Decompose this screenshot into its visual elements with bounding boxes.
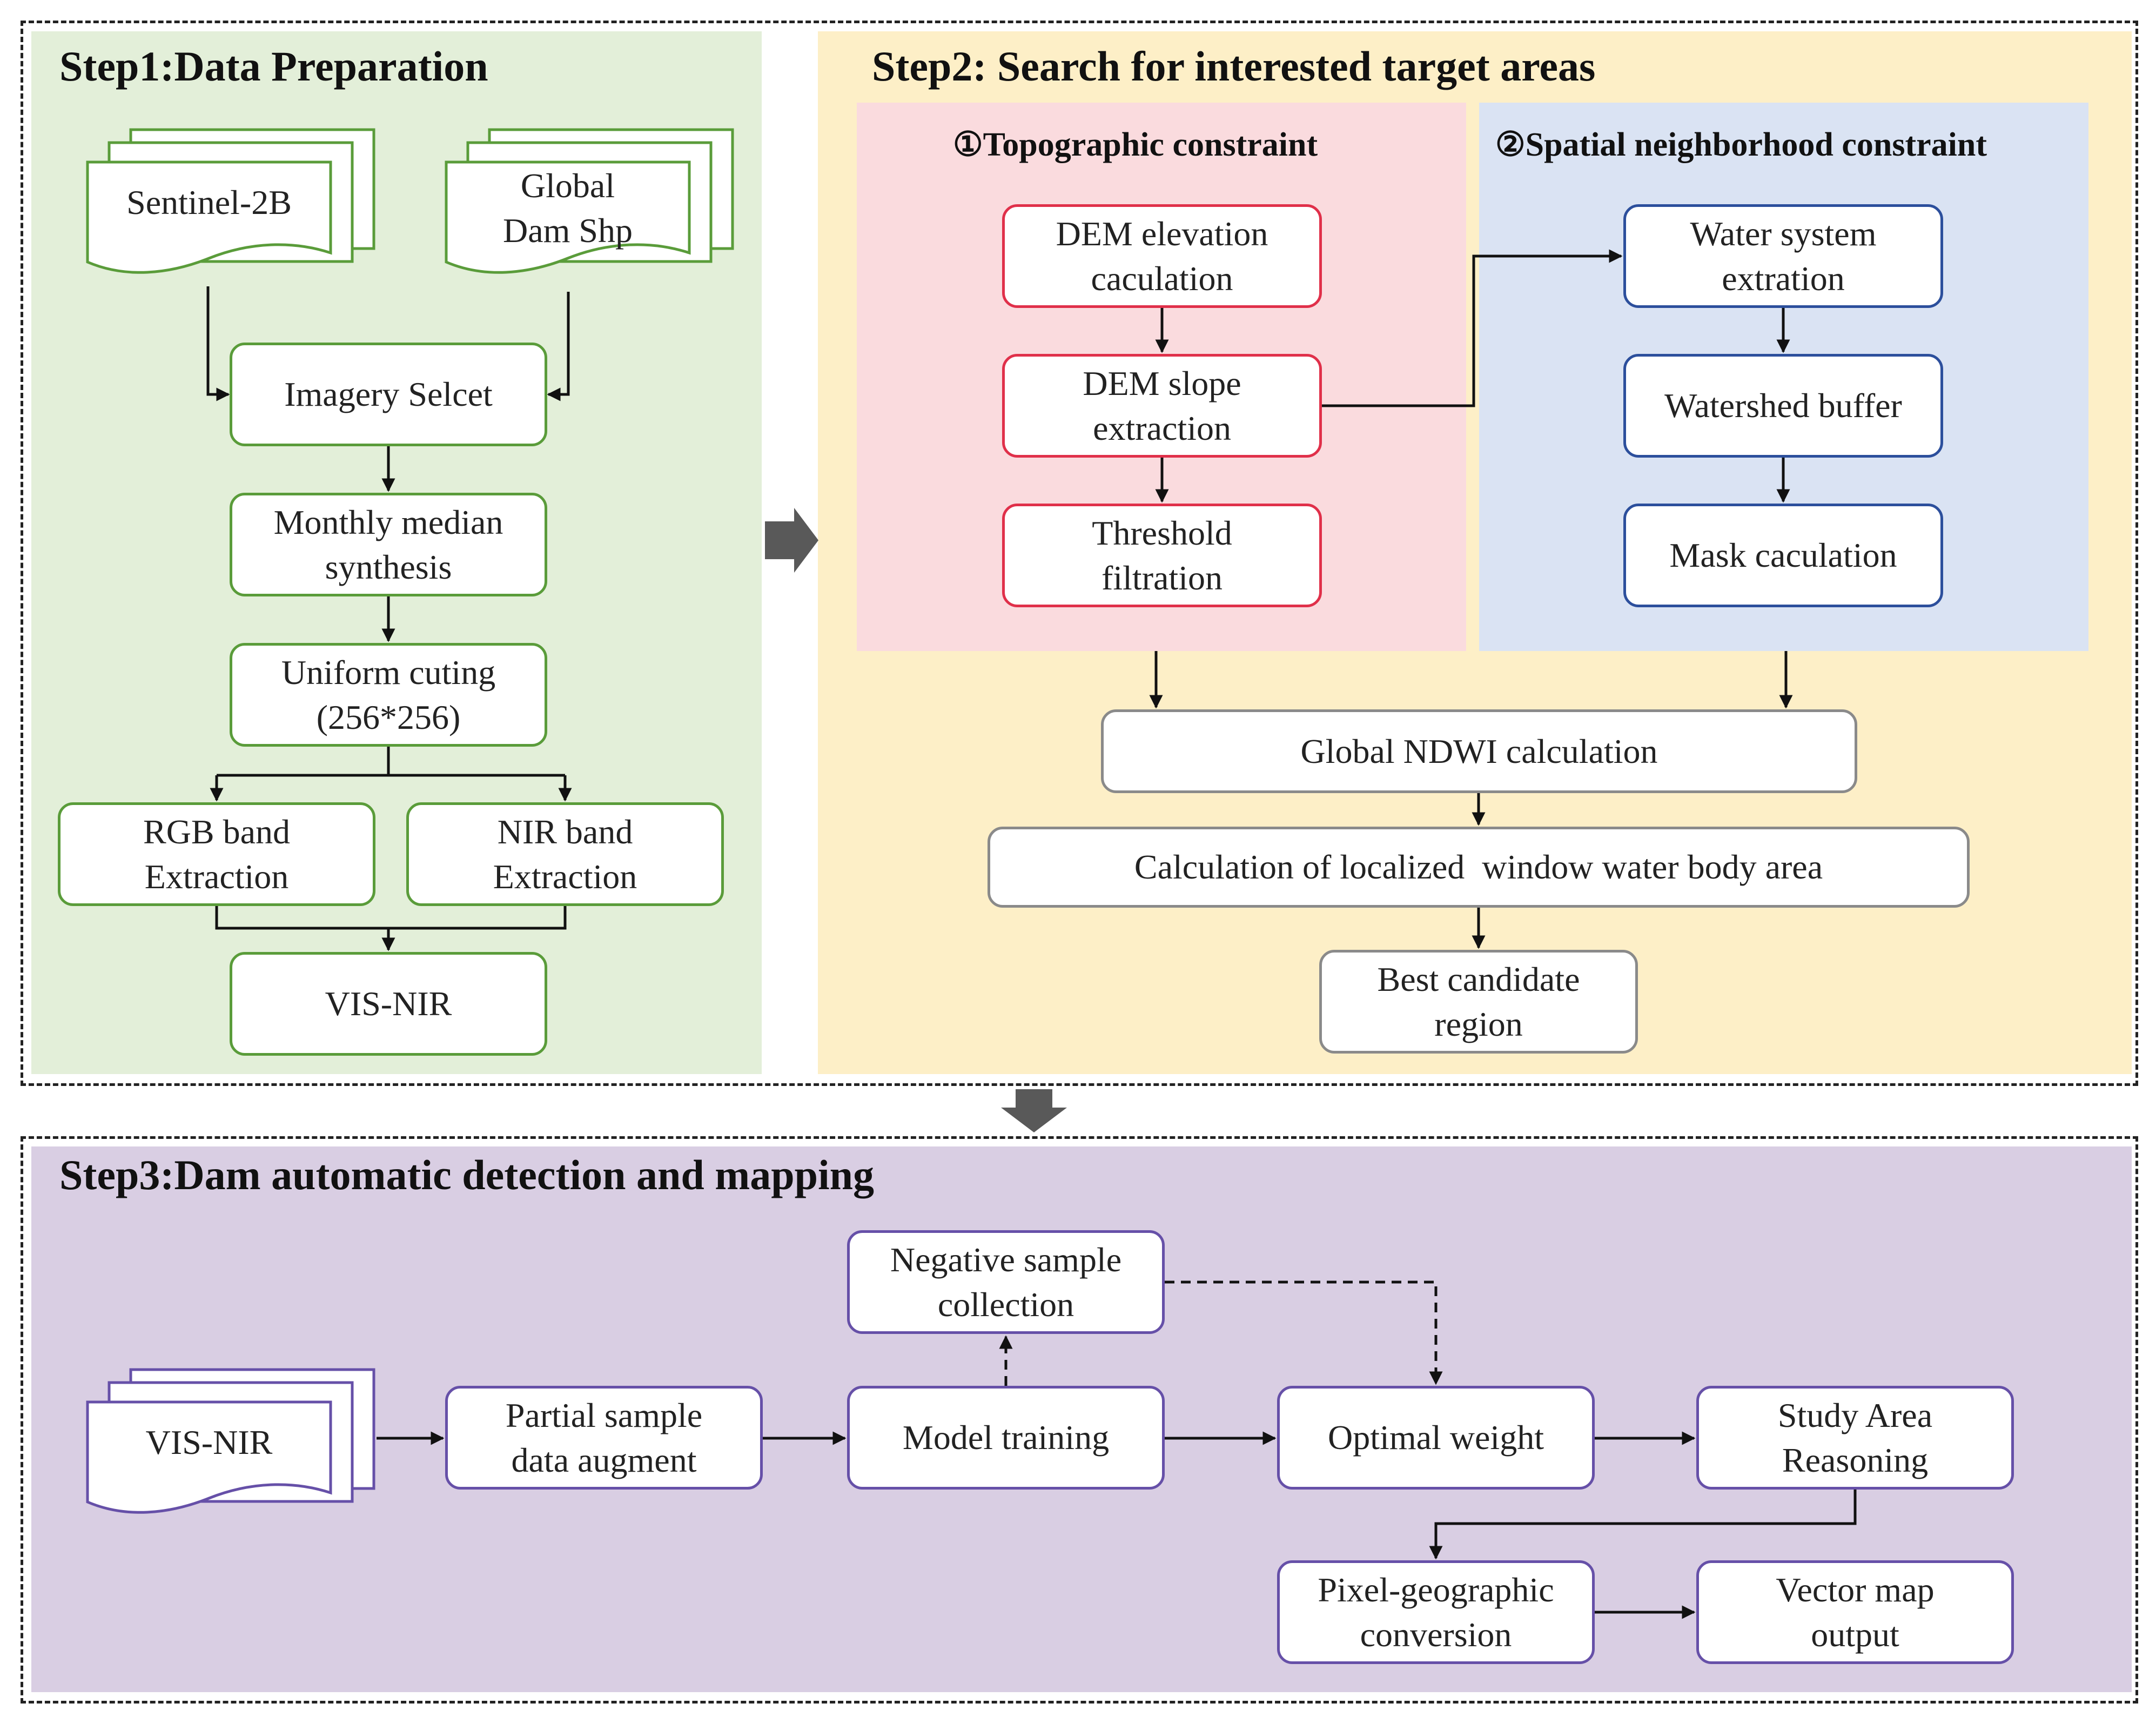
negative-sample-box: Negative sample collection [847, 1230, 1165, 1334]
best-candidate-box: Best candidate region [1319, 950, 1638, 1054]
document-stack-icon [445, 128, 734, 274]
global-ndwi-box: Global NDWI calculation [1101, 709, 1857, 793]
top-dashed-frame [21, 21, 2138, 1086]
step2-title: Step2: Search for interested target area… [872, 43, 1596, 90]
uniform-cutting-box: Uniform cuting (256*256) [230, 643, 547, 747]
pixel-geographic-box: Pixel-geographic conversion [1277, 1560, 1595, 1664]
vector-map-box: Vector map output [1696, 1560, 2014, 1664]
bottom-dashed-frame [21, 1136, 2138, 1703]
document-stack-icon [86, 1368, 375, 1514]
nir-band-box: NIR band Extraction [406, 802, 724, 906]
rgb-band-box: RGB band Extraction [58, 802, 375, 906]
step1-title: Step1:Data Preparation [59, 43, 488, 90]
global-dam-shp-document: Global Dam Shp [445, 128, 738, 292]
step3-title: Step3:Dam automatic detection and mappin… [59, 1151, 875, 1198]
spatial-title: ②Spatial neighborhood constraint [1495, 126, 1987, 163]
water-system-box: Water system extration [1623, 204, 1943, 308]
monthly-median-box: Monthly median synthesis [230, 493, 547, 596]
dem-slope-box: DEM slope extraction [1002, 354, 1322, 458]
study-area-box: Study Area Reasoning [1696, 1386, 2014, 1490]
watershed-buffer-box: Watershed buffer [1623, 354, 1943, 458]
model-training-box: Model training [847, 1386, 1165, 1490]
big-arrow-step2-to-step3 [1001, 1089, 1067, 1132]
dem-elevation-box: DEM elevation caculation [1002, 204, 1322, 308]
document-stack-icon [86, 128, 375, 274]
threshold-filtration-box: Threshold filtration [1002, 504, 1322, 607]
sentinel-2b-document: Sentinel-2B [86, 128, 379, 292]
vis-nir-document: VIS-NIR [86, 1368, 379, 1532]
localized-window-box: Calculation of localized window water bo… [988, 827, 1970, 908]
optimal-weight-box: Optimal weight [1277, 1386, 1595, 1490]
mask-calculation-box: Mask caculation [1623, 504, 1943, 607]
sentinel-2b-label: Sentinel-2B [126, 183, 292, 222]
partial-sample-box: Partial sample data augment [445, 1386, 763, 1490]
global-dam-shp-label: Global Dam Shp [503, 166, 633, 250]
imagery-select-box: Imagery Selcet [230, 343, 547, 446]
topographic-title: ①Topographic constraint [953, 126, 1318, 163]
vis-nir-box: VIS-NIR [230, 952, 547, 1056]
vis-nir-label: VIS-NIR [145, 1423, 273, 1462]
